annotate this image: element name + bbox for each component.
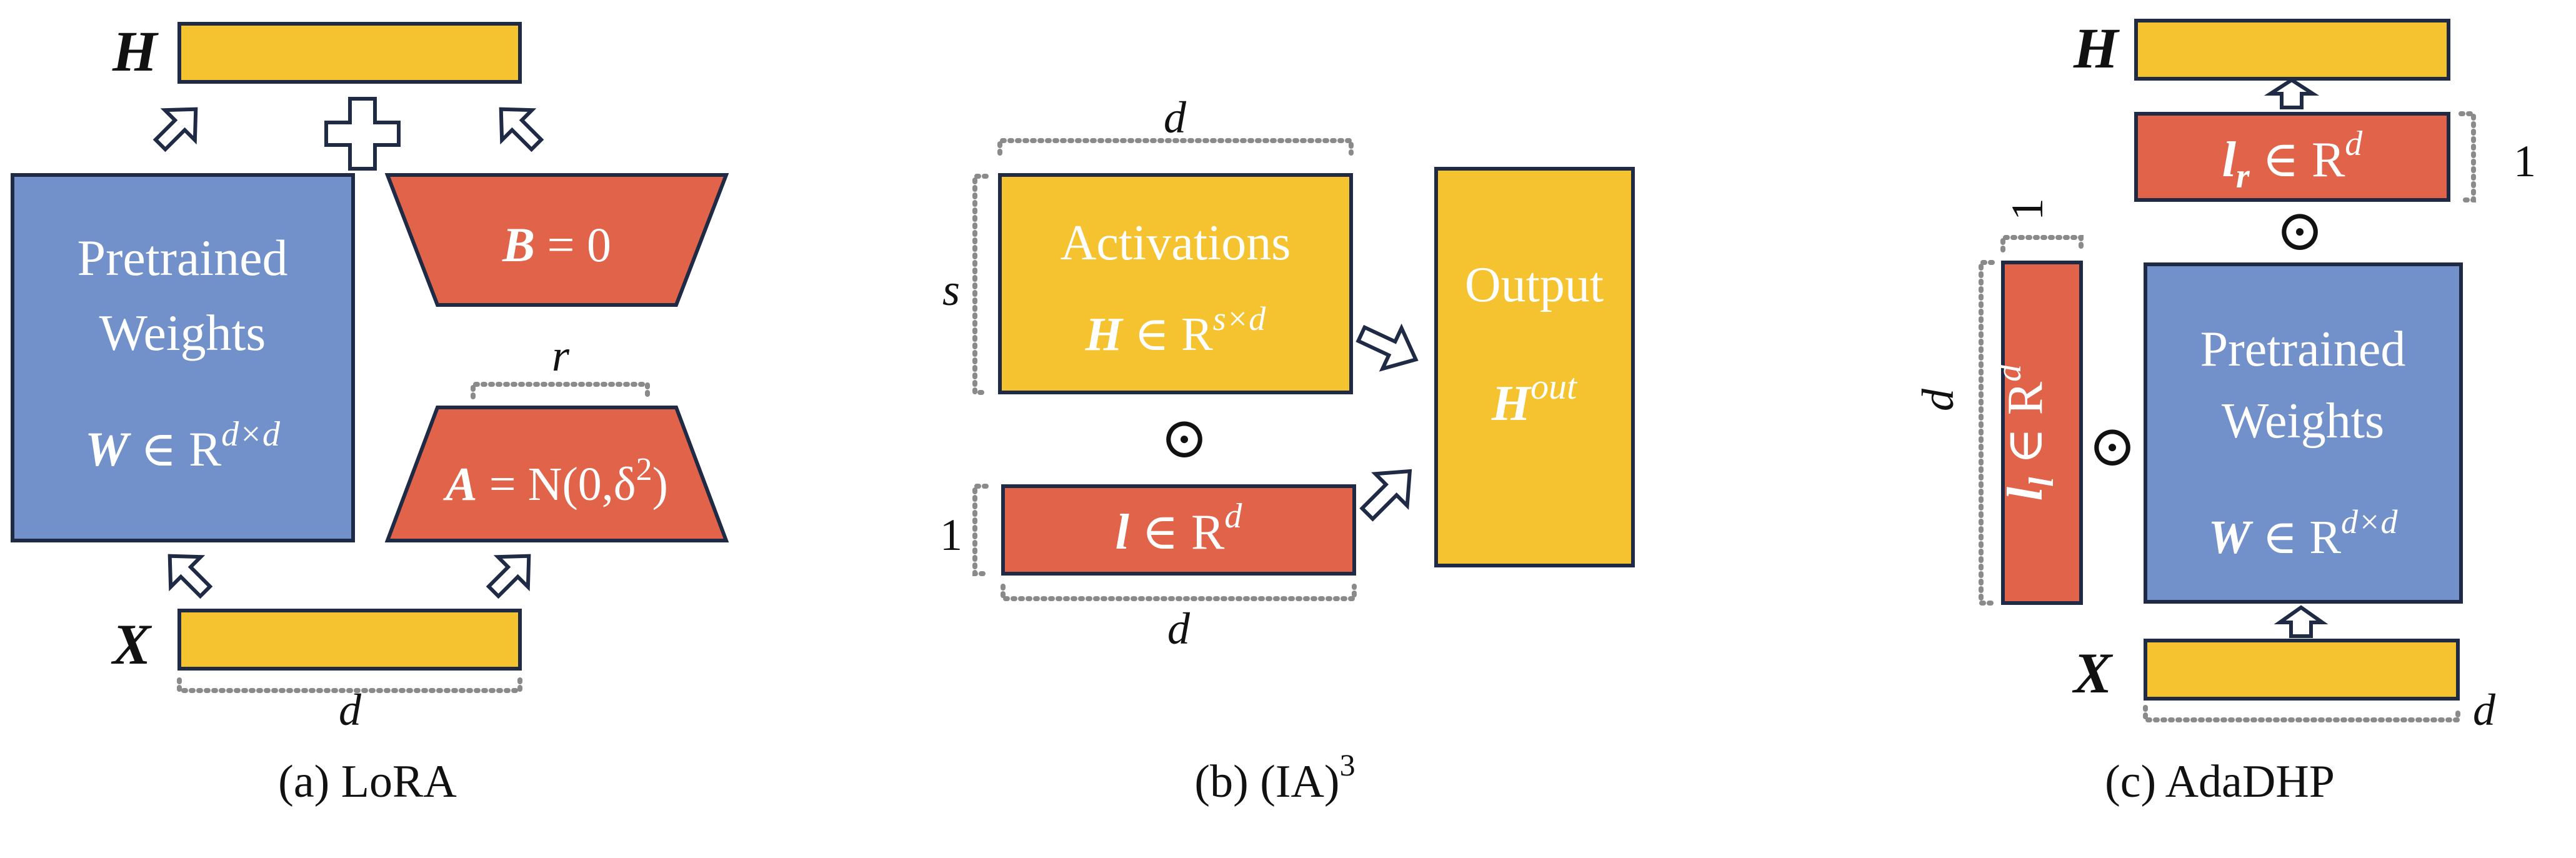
row-scaling-vector-box [2134,112,2450,202]
matrix-a-trapezoid [384,406,729,542]
pretrained-weights-line1: Pretrained [77,229,288,286]
output-label: Output [1465,257,1604,312]
input-label-x: X [111,612,152,676]
arrow-lr-to-output [2264,77,2320,109]
activations-box [998,173,1353,394]
input-x-bar-c [2144,639,2460,701]
pretrained-weights-line2-c: Weights [2222,394,2384,449]
d-dimension-label-left: d [1913,388,1963,411]
output-h-bar [177,22,522,84]
weight-matrix-formula-c: W ∈ Rd×d [2209,503,2399,564]
activations-formula: H ∈ Rs×d [1085,300,1267,361]
input-x-bar [177,609,522,671]
input-dimension-bracket [177,677,522,693]
column-scaling-vector-box [2001,261,2083,605]
arrow-activations-to-output [1355,323,1419,372]
one-dimension-bracket [972,484,989,576]
bottom-dimension-label: d [1167,604,1191,654]
caption-lora: (a) LoRA [278,756,457,807]
pretrained-weights-line2: Weights [99,304,266,361]
activations-label: Activations [1061,216,1291,271]
output-label-h: H [112,19,159,83]
arrow-b-to-output [499,107,544,152]
matrix-b-formula: B = 0 [502,217,611,272]
output-label-h-c: H [2073,16,2120,80]
pretrained-weights-line1-c: Pretrained [2200,322,2406,377]
one-dimension-bracket-right [2459,111,2476,202]
one-dimension-label: 1 [940,510,962,560]
s-dimension-label: s [942,265,960,315]
pretrained-weights-box-c [2144,262,2463,604]
d-dimension-bracket-left [1979,260,1995,606]
row-scaling-vector-formula: lr ∈ Rd [2222,124,2364,196]
scaling-vector-formula: l ∈ Rd [1116,497,1243,560]
scaling-vector-box [1001,484,1356,576]
arrow-vector-to-output [1359,469,1412,522]
arrow-input-to-weights [167,554,213,599]
output-h-bar-c [2134,19,2450,81]
panel-lora: H Pretrained Weights W ∈ Rd×d B = 0 r A … [11,19,729,807]
pretrained-weights-box [11,173,355,542]
d-dimension-bracket-bottom [2143,705,2460,722]
column-scaling-vector-formula: ll ∈ Rd [1990,364,2061,501]
input-label-x-c: X [2072,641,2114,705]
arrow-input-to-weights-c [2274,605,2329,638]
s-dimension-bracket [972,174,989,395]
arrow-weights-to-output [152,107,198,152]
plus-icon [324,97,401,171]
matrix-b-trapezoid [384,173,729,307]
one-dimension-label-right: 1 [2514,136,2536,186]
panel-ia3: d s Activations H ∈ Rs×d ⊙ 1 l ∈ Rd d Ou… [940,92,1635,807]
top-dimension-label: d [1164,92,1187,142]
input-dimension-label: d [339,685,362,735]
rank-dimension-label: r [552,331,570,381]
hadamard-product-icon-top: ⊙ [2275,199,2324,262]
hadamard-product-icon-left: ⊙ [2088,414,2136,478]
one-dimension-bracket-top [2000,235,2084,252]
panel-adadhp: H lr ∈ Rd 1 ⊙ 1 d ll ∈ Rd ⊙ Pretrained W… [1913,16,2536,807]
weight-matrix-formula: W ∈ Rd×d [85,415,281,476]
output-formula: Hout [1491,366,1578,431]
d-dimension-label-bottom: d [2473,685,2496,735]
bottom-dimension-bracket [1001,584,1357,601]
top-dimension-bracket [997,138,1354,156]
rank-dimension-bracket [471,382,650,399]
caption-ia3: (b) (IA)3 [1194,747,1355,807]
output-box [1434,167,1635,567]
caption-adadhp: (c) AdaDHP [2105,756,2335,807]
one-dimension-label-top: 1 [2002,198,2052,221]
matrix-a-formula: A = N(0,δ2) [443,452,668,511]
hadamard-product-icon: ⊙ [1160,406,1208,470]
arrow-input-to-a [486,554,531,599]
